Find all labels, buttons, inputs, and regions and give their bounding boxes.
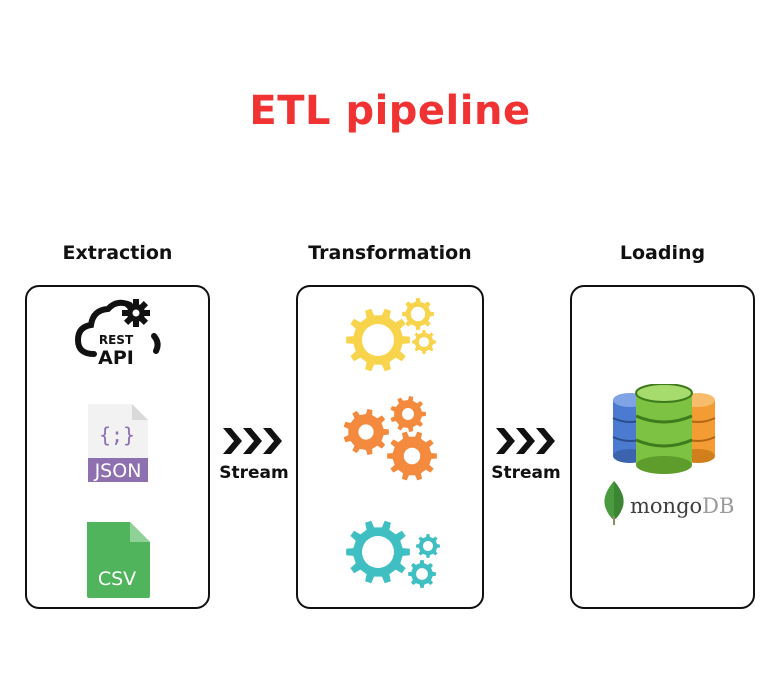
gear-icon xyxy=(346,308,410,372)
gear-icon xyxy=(402,298,434,330)
stream-arrow-icon xyxy=(223,428,282,454)
stream-label-2: Stream xyxy=(491,463,561,483)
mongo-prefix: mongo xyxy=(630,494,703,518)
mongo-suffix: DB xyxy=(702,494,735,518)
page-title: ETL pipeline xyxy=(249,88,531,134)
stream-arrow-icon xyxy=(496,428,555,454)
stream-label-1: Stream xyxy=(219,463,289,483)
orange-gears-icon xyxy=(343,396,437,481)
stage-label-extraction: Extraction xyxy=(62,242,173,264)
gear-icon xyxy=(387,431,437,481)
teal-gears-icon xyxy=(346,520,440,588)
mongodb-leaf-icon xyxy=(604,481,624,525)
json-file-icon: {;} JSON xyxy=(88,404,148,482)
csv-label: CSV xyxy=(98,568,136,590)
api-label: API xyxy=(98,347,134,368)
gear-icon xyxy=(408,560,436,588)
stage-label-transformation: Transformation xyxy=(308,242,472,264)
csv-file-icon: CSV xyxy=(87,522,150,598)
gear-icon xyxy=(346,520,410,584)
gear-icon xyxy=(412,330,436,354)
gear-icon xyxy=(416,534,440,558)
rest-label: REST xyxy=(99,333,134,347)
json-label: JSON xyxy=(94,460,142,482)
json-symbol: {;} xyxy=(99,423,135,447)
gear-icon xyxy=(390,396,426,432)
database-stack-icon xyxy=(612,384,716,474)
yellow-gears-icon xyxy=(346,298,436,372)
mongodb-logo-text: mongoDB xyxy=(630,494,734,518)
rest-api-cloud-icon: REST API xyxy=(74,299,161,368)
gear-icon xyxy=(343,409,389,455)
stage-label-loading: Loading xyxy=(619,242,706,264)
